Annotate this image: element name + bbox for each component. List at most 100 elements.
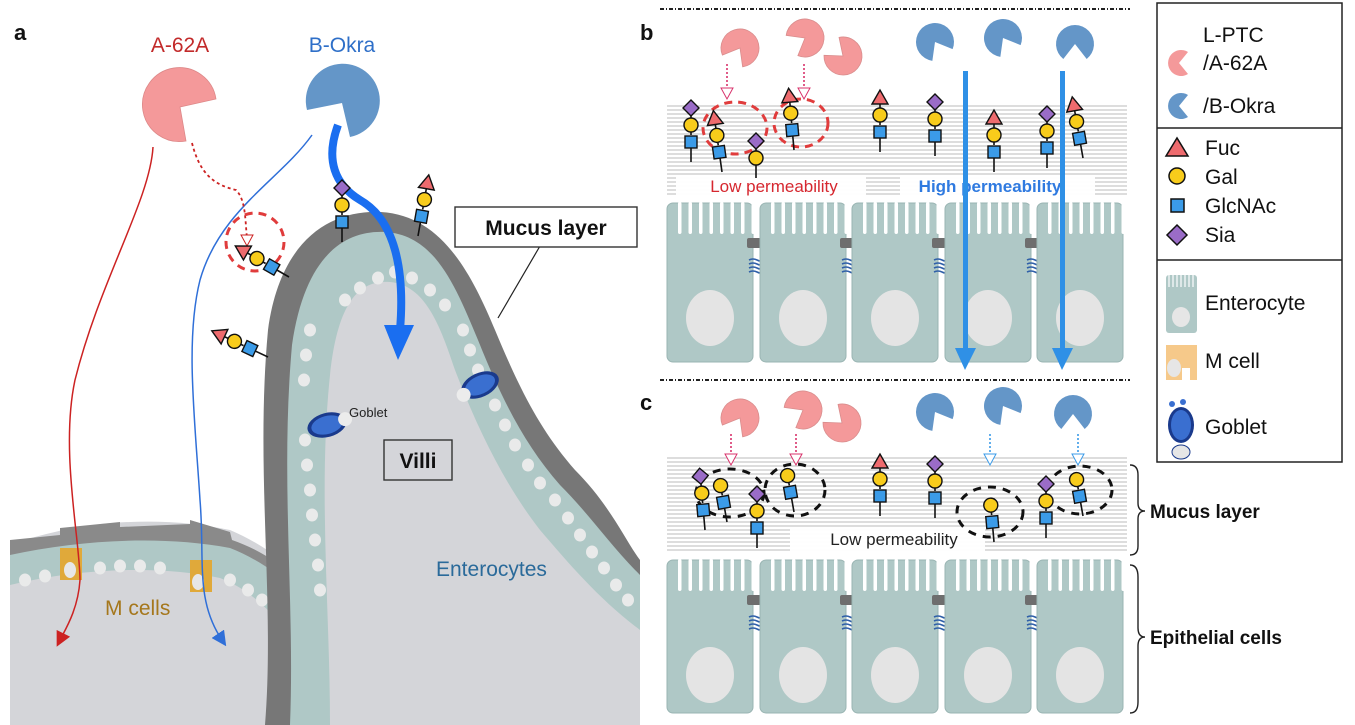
glcnac-square bbox=[987, 145, 1001, 159]
glcnac-square bbox=[335, 215, 349, 229]
legend-glcnac-label: GlcNAc bbox=[1205, 195, 1276, 218]
microvillus-gap bbox=[926, 559, 930, 591]
microvillus-gap bbox=[781, 559, 785, 591]
microvillus-gap bbox=[699, 559, 703, 591]
glcnac-square bbox=[1071, 130, 1088, 147]
microvillus-gap bbox=[926, 202, 930, 234]
microvillus-gap bbox=[987, 202, 991, 234]
glycan-chain bbox=[926, 93, 944, 156]
microvillus-gap bbox=[1111, 559, 1115, 591]
microvillus-gap bbox=[873, 559, 877, 591]
nucleus bbox=[871, 290, 919, 346]
panel-c-epithelium bbox=[666, 559, 1125, 714]
microvillus-gap bbox=[1048, 559, 1052, 591]
fuc-triangle bbox=[780, 86, 800, 104]
panel-b: b Low permeability High permeability bbox=[640, 8, 1130, 381]
binding-dashed-circle-a bbox=[224, 211, 286, 273]
sia-diamond bbox=[1038, 105, 1056, 123]
microvillus-gap bbox=[771, 202, 775, 234]
glycan-chain bbox=[210, 328, 269, 358]
pink-lectin bbox=[783, 390, 823, 430]
gal-circle bbox=[1068, 471, 1085, 488]
glycan-chain bbox=[983, 497, 1000, 543]
enterocyte-cell bbox=[666, 559, 762, 714]
binding-dashed-circle bbox=[1046, 464, 1114, 516]
gal-circle bbox=[927, 111, 943, 127]
panel-b-epithelium bbox=[666, 202, 1125, 363]
panel-c-low-label-bg bbox=[790, 527, 985, 552]
binding-arrowhead bbox=[720, 87, 734, 101]
epithelial-nucleus bbox=[549, 493, 561, 507]
panel-a-glycans bbox=[210, 173, 436, 358]
glcnac-square bbox=[782, 484, 799, 501]
binding-dashed-circle bbox=[763, 462, 827, 518]
glcnac-square bbox=[928, 129, 942, 143]
gal-circle bbox=[1039, 123, 1055, 139]
enterocyte-cell bbox=[666, 202, 762, 363]
enterocyte-cell bbox=[759, 559, 855, 714]
glycan-chain bbox=[413, 173, 436, 237]
mucus-label-box bbox=[454, 206, 638, 248]
gal-circle bbox=[709, 127, 725, 144]
glcnac-square bbox=[715, 494, 732, 511]
enterocyte-icon bbox=[1166, 275, 1197, 333]
pink-lectin bbox=[720, 28, 760, 68]
microvillus-gap bbox=[1008, 202, 1012, 234]
epithelial-nucleus bbox=[301, 458, 313, 472]
glycan-chain bbox=[1068, 471, 1088, 517]
microvillus-gap bbox=[751, 559, 755, 591]
panel-c-lectins bbox=[694, 387, 1114, 539]
glcnac-square bbox=[984, 514, 1000, 530]
sia-diamond bbox=[748, 485, 766, 503]
glycan-chain bbox=[747, 132, 765, 178]
epithelial-nucleus bbox=[464, 343, 476, 357]
gal-circle bbox=[694, 485, 710, 501]
gal-circle bbox=[748, 150, 764, 166]
gal-circle bbox=[872, 471, 888, 487]
epithelial-nucleus bbox=[224, 573, 236, 587]
panel-letter-b: b bbox=[640, 20, 653, 45]
legend: L-PTC /A-62A /B-Okra Fuc Gal GlcNAc Sia … bbox=[1156, 2, 1343, 463]
epithelial-nucleus bbox=[306, 508, 318, 522]
blue-lectin bbox=[916, 393, 954, 431]
triangle-icon bbox=[1164, 136, 1190, 157]
blue-lectin bbox=[1054, 394, 1092, 429]
fuc-triangle bbox=[210, 328, 230, 346]
glycan-chain bbox=[870, 452, 890, 516]
panel-c: c Low permeability Mucus layer Epithelia… bbox=[640, 387, 1282, 714]
nucleus bbox=[964, 647, 1012, 703]
b-okra-penetration-arrowhead bbox=[384, 325, 414, 360]
microvillus-gap bbox=[730, 202, 734, 234]
glcnac-square bbox=[784, 122, 800, 138]
microvillus-gap bbox=[1079, 559, 1083, 591]
sia-diamond bbox=[926, 455, 944, 473]
microvillus-gap bbox=[699, 202, 703, 234]
microvillus-gap bbox=[751, 202, 755, 234]
microvillus-gap bbox=[1019, 559, 1023, 591]
nucleus bbox=[686, 290, 734, 346]
microvillus-gap bbox=[1100, 559, 1104, 591]
microvillus-gap bbox=[915, 559, 919, 591]
gal-circle bbox=[249, 250, 265, 267]
panel-b-lectins bbox=[701, 18, 1094, 156]
microvillus-gap bbox=[688, 559, 692, 591]
microvillus-gap bbox=[894, 559, 898, 591]
nucleus bbox=[686, 647, 734, 703]
panel-b-high-label-bg bbox=[900, 175, 1095, 197]
glcnac-square bbox=[1040, 141, 1054, 155]
epithelial-nucleus bbox=[354, 281, 366, 295]
blue-lectin bbox=[916, 23, 954, 61]
tight-junction bbox=[1025, 595, 1039, 605]
epithelial-nucleus bbox=[499, 418, 511, 432]
microvillus-gap bbox=[792, 559, 796, 591]
lectin-b-label: B-Okra bbox=[309, 34, 376, 57]
microvillus-gap bbox=[688, 202, 692, 234]
epithelial-nucleus bbox=[598, 561, 610, 575]
microvillus-gap bbox=[813, 202, 817, 234]
epithelial-nucleus bbox=[522, 458, 534, 472]
glcnac-square bbox=[750, 521, 764, 535]
tight-junction bbox=[747, 595, 761, 605]
circle-icon bbox=[1168, 167, 1186, 185]
microvillus-gap bbox=[1111, 202, 1115, 234]
enterocytes-label: Enterocytes bbox=[436, 558, 547, 581]
